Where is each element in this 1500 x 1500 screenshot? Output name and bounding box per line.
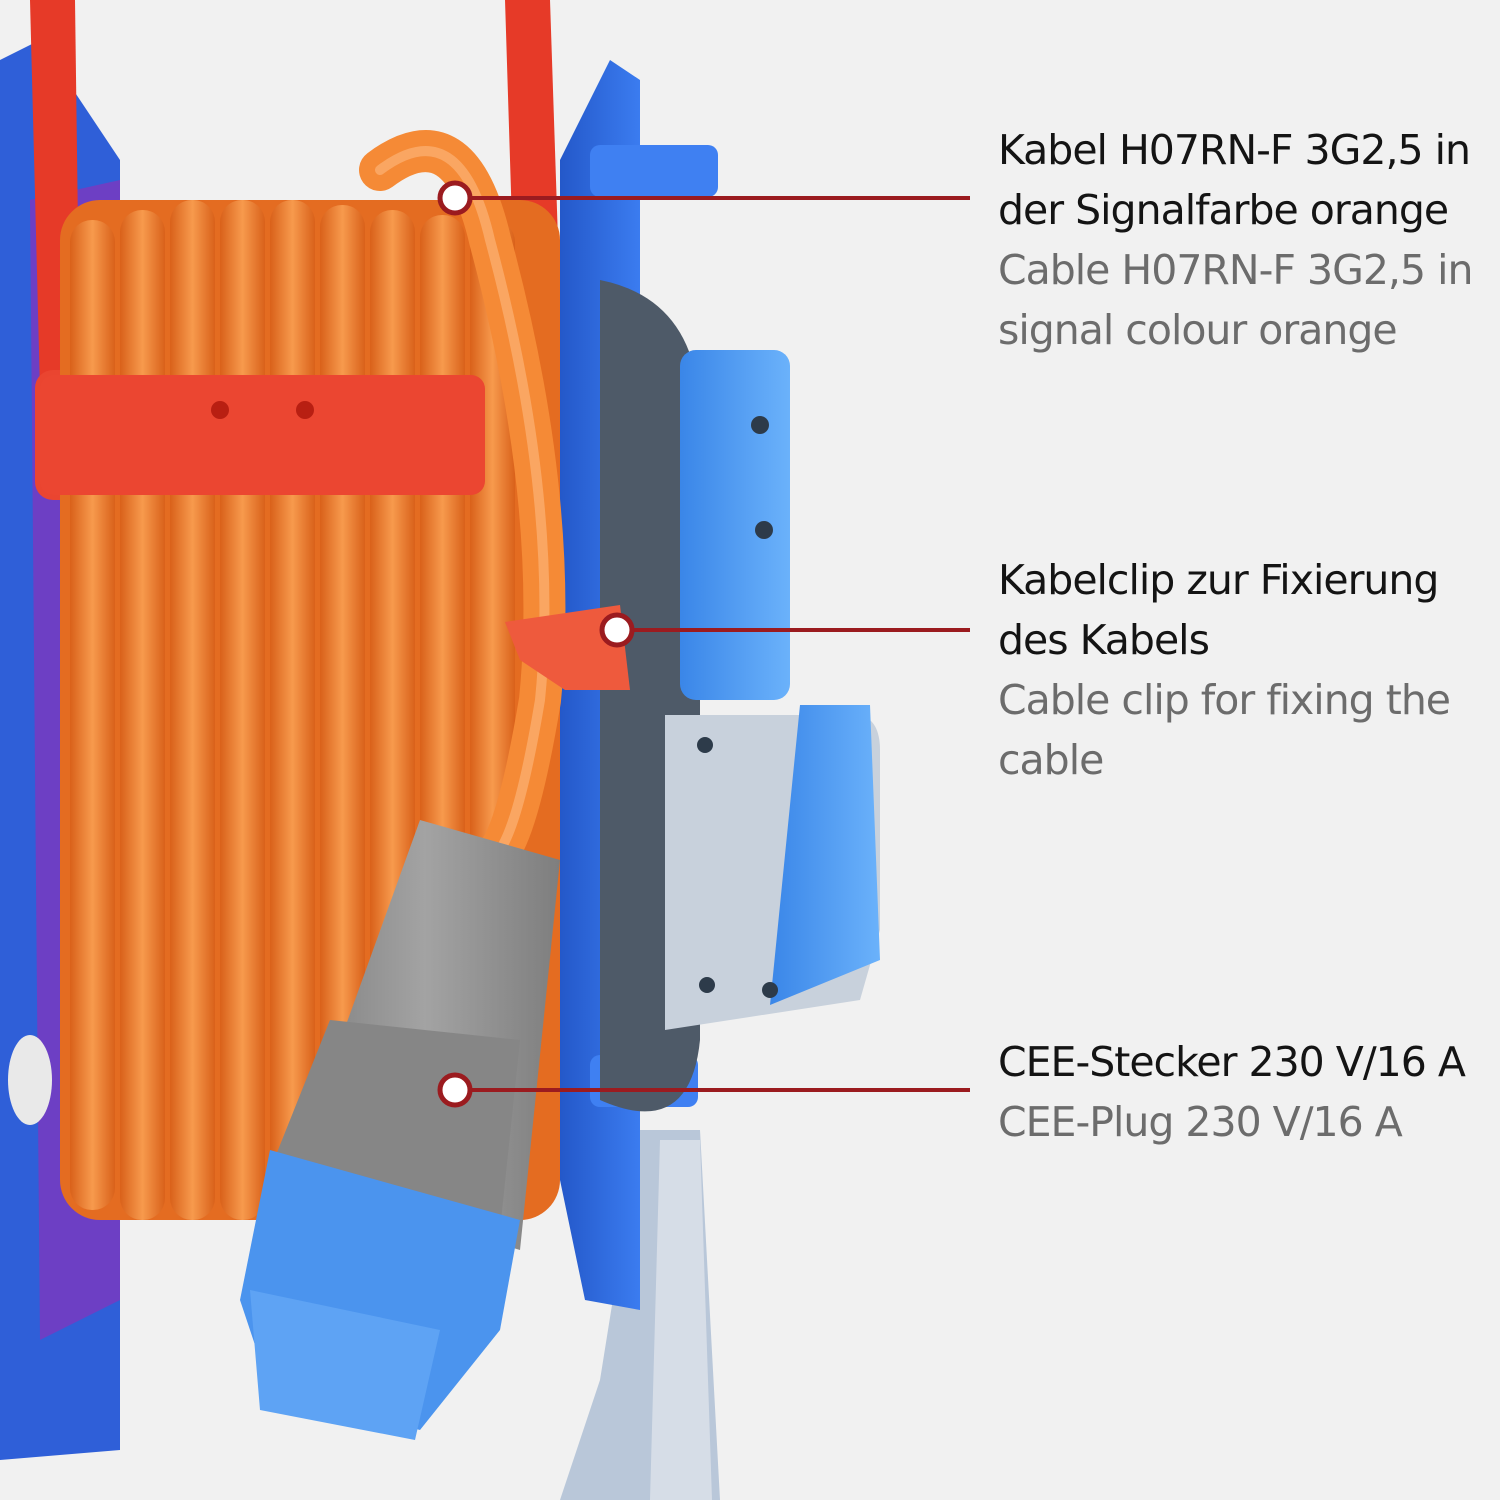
- callout-cable: Kabel H07RN-F 3G2,5 in der Signalfarbe o…: [998, 120, 1478, 360]
- loose-cable: [359, 130, 566, 871]
- callout-clip: Kabelclip zur Fixierung des Kabels Cable…: [998, 550, 1478, 790]
- cee-plug: [240, 820, 560, 1440]
- callout-line-3: [455, 1088, 970, 1092]
- callout-cable-title-en: Cable H07RN-F 3G2,5 in signal colour ora…: [998, 246, 1473, 354]
- callout-dot-1: [437, 180, 473, 216]
- blue-sockets: [680, 350, 790, 700]
- callout-plug: CEE-Stecker 230 V/16 A CEE-Plug 230 V/16…: [998, 1032, 1478, 1152]
- cable-clip: [505, 605, 630, 690]
- callout-clip-title-en: Cable clip for fixing the cable: [998, 676, 1451, 784]
- callout-plug-title-de: CEE-Stecker 230 V/16 A: [998, 1038, 1466, 1086]
- reel-stand: [560, 1130, 720, 1500]
- callout-cable-title-de: Kabel H07RN-F 3G2,5 in der Signalfarbe o…: [998, 126, 1471, 234]
- callout-clip-title-de: Kabelclip zur Fixierung des Kabels: [998, 556, 1439, 664]
- red-frame-front-bar: [40, 375, 485, 495]
- callout-dot-2: [599, 612, 635, 648]
- cee-socket: [665, 705, 880, 1030]
- callout-plug-title-en: CEE-Plug 230 V/16 A: [998, 1098, 1403, 1146]
- callout-line-1: [455, 196, 970, 200]
- callout-line-2: [617, 628, 970, 632]
- callout-dot-3: [437, 1072, 473, 1108]
